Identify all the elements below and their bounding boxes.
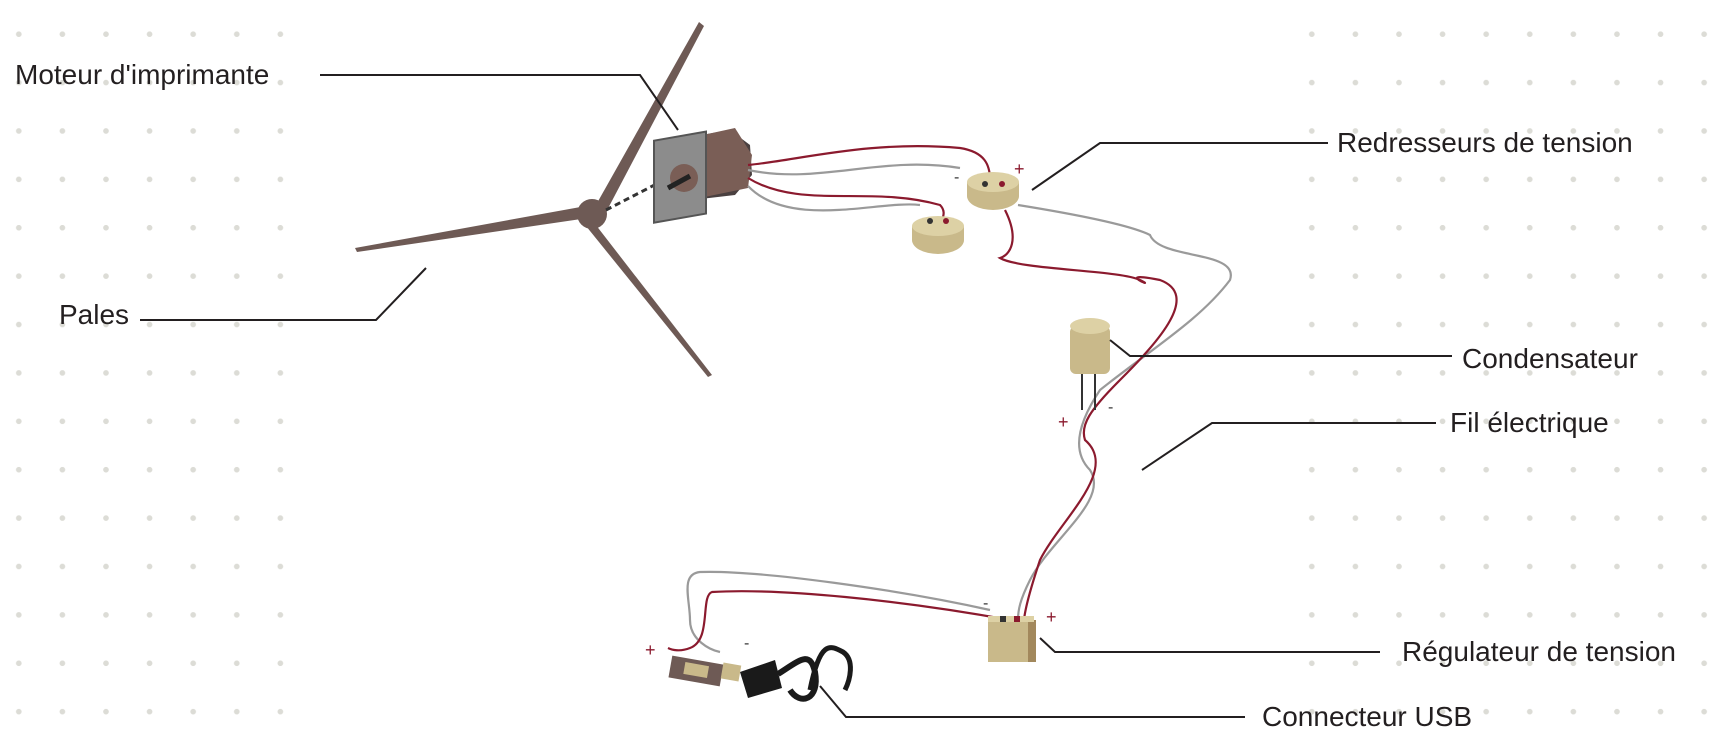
- leader-lines: [140, 74, 1452, 718]
- turbine-blades: [355, 22, 712, 377]
- leader-line-blades: [140, 267, 427, 321]
- label-blades: Pales: [59, 299, 130, 330]
- blade-bottom: [586, 220, 712, 377]
- leader-line-usb: [819, 685, 1245, 718]
- voltage-regulator: [988, 616, 1036, 662]
- turbine-shaft: [605, 176, 669, 212]
- usb-plus-sign: +: [645, 640, 656, 660]
- label-capacitor: Condensateur: [1462, 343, 1638, 374]
- capacitor-minus-sign: -: [1108, 399, 1113, 416]
- voltage-rectifiers: [912, 172, 1019, 254]
- usb-connector: [668, 645, 853, 702]
- leader-line-motor: [320, 74, 679, 131]
- blade-left: [355, 206, 588, 252]
- label-motor: Moteur d'imprimante: [15, 59, 270, 90]
- rectifier-minus-sign: -: [954, 169, 959, 186]
- leader-line-capacitor: [1109, 339, 1452, 357]
- dot-grid-left: [0, 0, 310, 731]
- leader-line-rectifiers: [1031, 142, 1328, 191]
- electric-wires: [997, 203, 1232, 621]
- dot-grid-right: [1280, 0, 1714, 731]
- regulator-plus-sign: +: [1046, 607, 1057, 627]
- blade-top: [592, 22, 704, 216]
- capacitor-plus-sign: +: [1058, 412, 1069, 432]
- label-regulator: Régulateur de tension: [1402, 636, 1676, 667]
- regulator-minus-sign: -: [983, 595, 988, 612]
- turbine-hub: [577, 199, 607, 229]
- capacitor: [1070, 318, 1110, 410]
- leader-line-regulator: [1039, 637, 1380, 653]
- rectifier-plus-sign: +: [1014, 159, 1025, 179]
- label-wire: Fil électrique: [1450, 407, 1609, 438]
- label-usb: Connecteur USB: [1262, 701, 1473, 732]
- motor-wires: [747, 145, 992, 221]
- label-rectifiers: Redresseurs de tension: [1337, 127, 1633, 158]
- printer-motor: [653, 128, 752, 224]
- usb-minus-sign: -: [744, 635, 749, 652]
- usb-wires: [667, 570, 1011, 654]
- leader-line-wire: [1141, 422, 1436, 471]
